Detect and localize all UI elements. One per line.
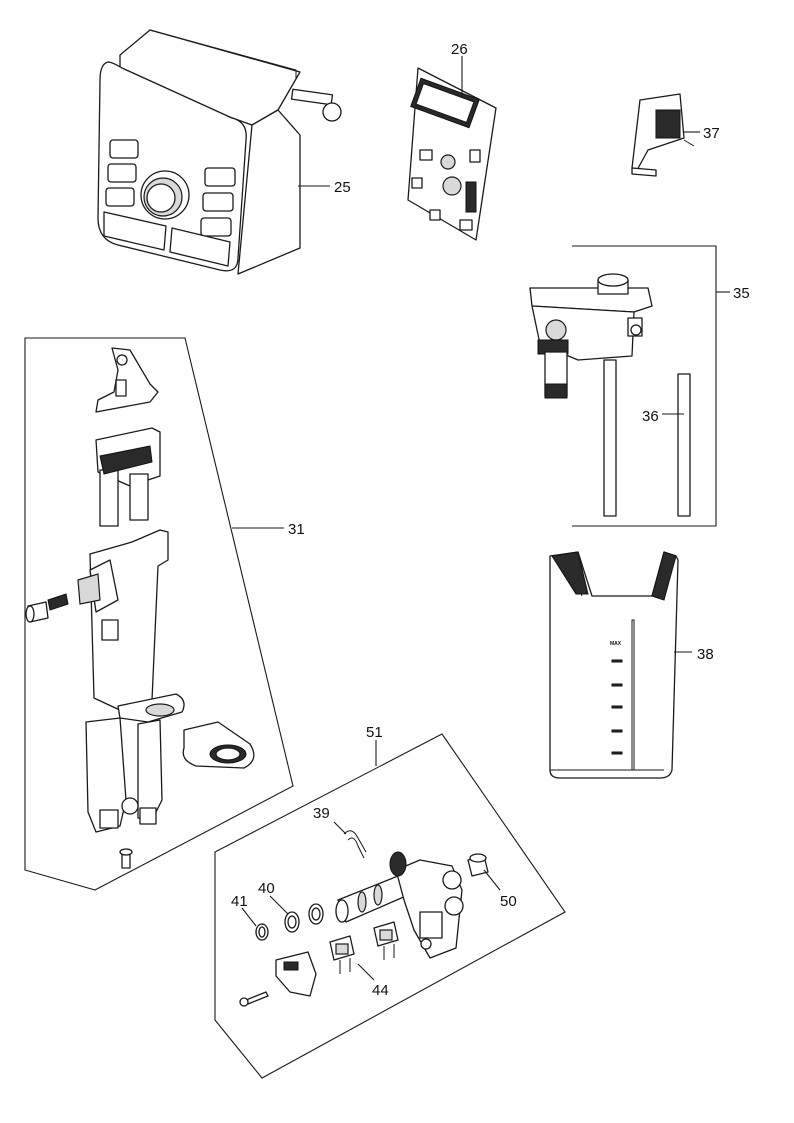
part-37-cap xyxy=(631,93,695,177)
part-25-control-panel xyxy=(97,29,342,275)
callout-44: 44 xyxy=(372,982,389,999)
callout-39: 39 xyxy=(313,805,330,822)
callout-26: 26 xyxy=(451,41,468,58)
leader-lines xyxy=(232,56,730,981)
callout-51: 51 xyxy=(366,724,383,741)
part-38-water-tank: MAX xyxy=(549,551,679,779)
callout-35: 35 xyxy=(733,285,750,302)
group-51-frame xyxy=(214,733,566,1079)
callout-36: 36 xyxy=(642,408,659,425)
callout-40: 40 xyxy=(258,880,275,897)
callout-50: 50 xyxy=(500,893,517,910)
callout-31: 31 xyxy=(288,521,305,538)
part-31-dispenser xyxy=(25,347,255,869)
part-35-valve-assembly xyxy=(529,273,691,517)
callout-41: 41 xyxy=(231,893,248,910)
callout-37: 37 xyxy=(703,125,720,142)
group-31-frame xyxy=(24,337,294,891)
callout-38: 38 xyxy=(697,646,714,663)
group-35-bracket xyxy=(572,245,717,527)
tank-max-label: MAX xyxy=(610,641,622,647)
part-26-circuit-board xyxy=(407,67,497,241)
callout-25: 25 xyxy=(334,179,351,196)
callout-labels: 25 26 37 35 36 31 38 51 39 40 41 50 44 xyxy=(231,41,750,999)
part-51-valve-unit xyxy=(239,830,489,1007)
